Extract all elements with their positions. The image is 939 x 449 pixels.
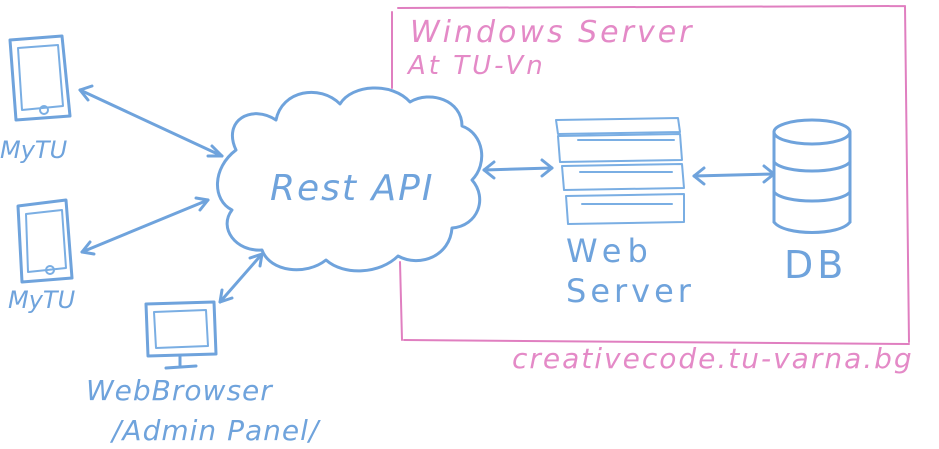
arrow-browser-api xyxy=(218,252,264,304)
database-icon xyxy=(772,118,852,234)
database-label: DB xyxy=(784,243,847,287)
arrow-api-webserver xyxy=(482,158,554,180)
web-server-label-line1: Web xyxy=(566,232,654,270)
arrow-webserver-db xyxy=(692,164,776,186)
arrow-phone1-api xyxy=(78,84,224,158)
web-server-icon xyxy=(555,117,685,225)
mobile-phone-icon-1 xyxy=(8,34,72,122)
windows-server-box xyxy=(391,5,910,345)
phone-1-label: MyTU xyxy=(0,136,68,164)
phone-2-label: MyTU xyxy=(8,286,76,314)
browser-label-line1: WebBrowser xyxy=(86,374,273,407)
arrow-phone2-api xyxy=(80,196,210,256)
server-title-line1: Windows Server xyxy=(410,15,695,50)
browser-label-line2: /Admin Panel/ xyxy=(109,414,321,447)
monitor-icon xyxy=(144,300,218,370)
web-server-label-line2: Server xyxy=(566,272,695,310)
api-label: Rest API xyxy=(270,168,434,209)
server-footer-url: creativecode.tu-varna.bg xyxy=(512,342,914,375)
server-title-line2: At TU-Vn xyxy=(406,51,546,81)
cloud-icon xyxy=(216,86,484,273)
mobile-phone-icon-2 xyxy=(16,198,74,284)
